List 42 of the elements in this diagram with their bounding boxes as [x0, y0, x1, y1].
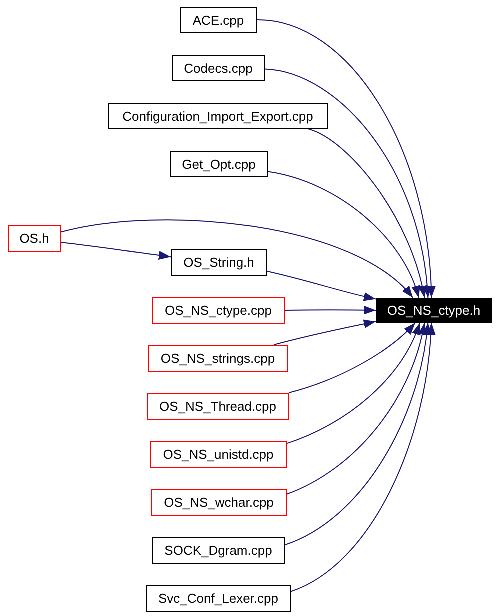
arrow	[266, 270, 376, 302]
file-box	[148, 345, 288, 372]
file-name: Get_Opt.cpp	[182, 156, 256, 172]
arrow	[290, 322, 436, 592]
file-name: Codecs.cpp	[184, 60, 253, 76]
file-box	[152, 537, 285, 564]
file-name: ACE.cpp	[192, 12, 244, 28]
file-box	[170, 151, 268, 177]
file-box	[172, 55, 265, 81]
arrow	[284, 322, 432, 546]
arrow	[264, 68, 432, 298]
file-box	[8, 225, 61, 252]
file-box	[180, 7, 257, 33]
arrow	[60, 242, 172, 260]
file-name: OS_String.h	[184, 255, 254, 270]
file-name: Configuration_Import_Export.cpp	[122, 108, 314, 124]
file-name: OS_NS_unistd.cpp	[163, 447, 274, 462]
file-box	[152, 297, 285, 324]
file-box	[171, 249, 267, 276]
file-box	[147, 393, 289, 420]
file-box	[150, 441, 287, 468]
file-name: OS_NS_strings.cpp	[160, 351, 276, 366]
file-name: Svc_Conf_Lexer.cpp	[158, 591, 278, 606]
file-name: OS_NS_ctype.cpp	[165, 303, 272, 318]
arrow	[288, 322, 416, 394]
file-name: SOCK_Dgram.cpp	[164, 543, 272, 558]
file-name: OS_NS_ctype.h	[387, 303, 481, 318]
file-box	[146, 585, 291, 612]
file-name: OS_NS_wchar.cpp	[164, 495, 274, 510]
arrow	[286, 322, 421, 444]
file-box	[151, 489, 287, 516]
file-box	[108, 103, 328, 129]
arrow	[256, 20, 436, 298]
arrow	[60, 220, 414, 298]
arrow	[308, 128, 427, 298]
file-name: OS_NS_Thread.cpp	[159, 399, 277, 414]
arrow	[286, 322, 427, 495]
highlighted-file-box	[376, 298, 492, 323]
file-name: OS.h	[20, 231, 50, 246]
arrow	[274, 320, 376, 346]
arrow	[284, 306, 376, 315]
arrow	[268, 171, 420, 298]
